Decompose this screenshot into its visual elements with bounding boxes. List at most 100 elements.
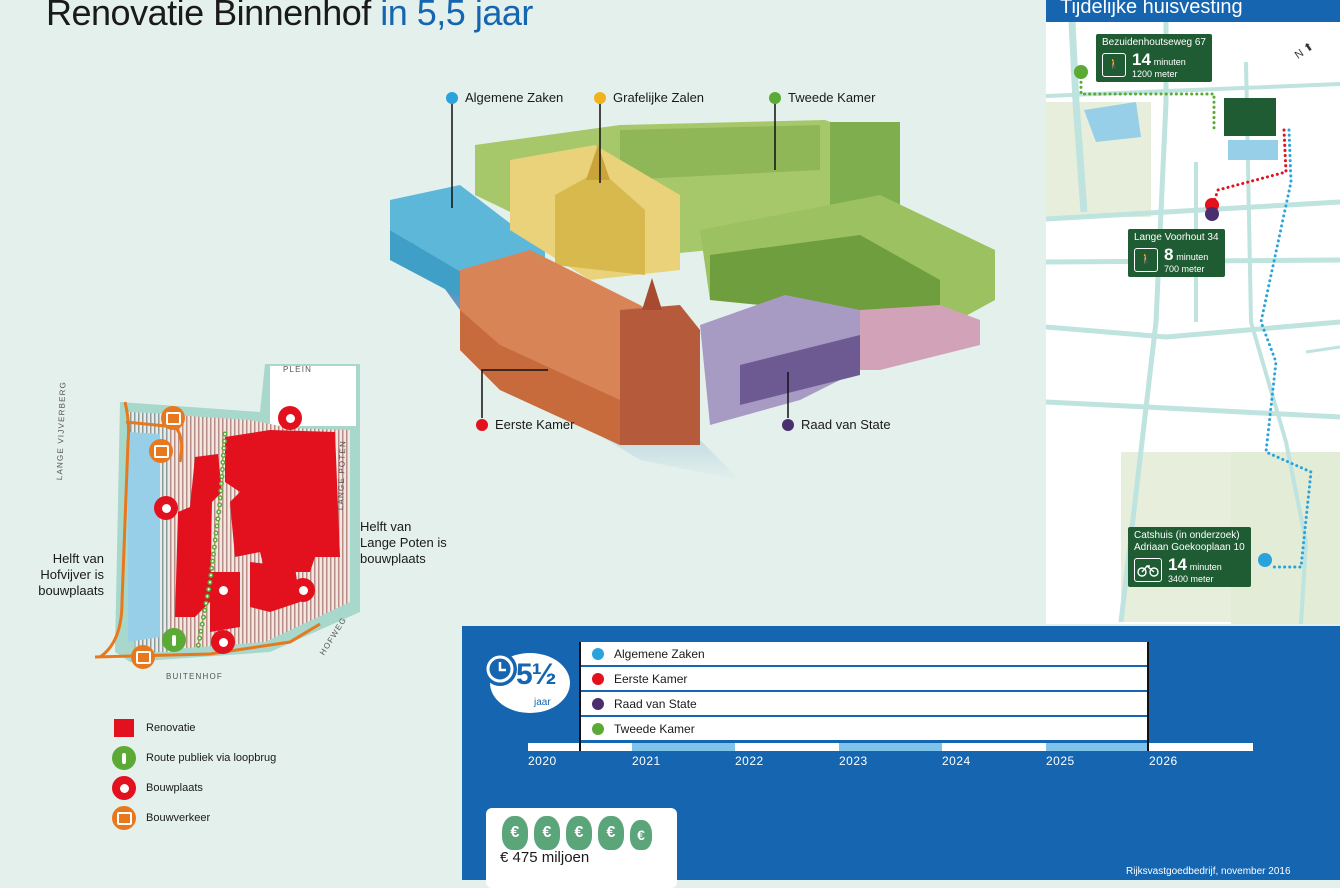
location-minutes-label: minuten xyxy=(1153,57,1186,67)
timeline-row-tweede-kamer: Tweede Kamer xyxy=(580,717,1148,742)
pedestrian-icon xyxy=(162,628,186,652)
year-label: 2024 xyxy=(942,754,971,768)
year-label: 2025 xyxy=(1046,754,1075,768)
worker-icon xyxy=(211,630,235,654)
label-text: Algemene Zaken xyxy=(465,90,564,105)
walk-icon: 🚶 xyxy=(1102,53,1126,77)
budget-amount: € 475 miljoen xyxy=(500,849,590,866)
pedestrian-icon xyxy=(112,746,136,770)
note-line: Hofvijver is xyxy=(40,567,104,582)
worker-icon xyxy=(291,578,315,602)
note-line: Helft van xyxy=(52,551,104,566)
location-time: 14 minuten 1200 meter xyxy=(1132,51,1186,79)
timeline-row-label: Raad van State xyxy=(614,696,697,711)
clock-duration-unit: jaar xyxy=(534,697,551,708)
truck-icon xyxy=(161,406,185,430)
credit: Rijksvastgoedbedrijf, november 2016 xyxy=(1126,866,1291,877)
legend-item-renovatie: Renovatie xyxy=(112,715,276,741)
dot-eerste-kamer xyxy=(476,418,488,431)
dot-raad-van-state xyxy=(592,697,604,710)
location-distance: 1200 meter xyxy=(1132,69,1178,79)
temp-housing-map xyxy=(1046,22,1340,624)
legend-item-route: Route publiek via loopbrug xyxy=(112,745,276,771)
location-time: 8 minuten 700 meter xyxy=(1164,246,1208,274)
worker-icon xyxy=(278,406,302,430)
timeline-end-marker xyxy=(1147,642,1149,751)
dot-grafelijke-zalen xyxy=(594,91,606,104)
legend-item-bouwplaats: Bouwplaats xyxy=(112,775,276,801)
year-band xyxy=(632,743,735,751)
label-raad-van-state: Raad van State xyxy=(782,417,891,432)
money-bag-icon: € xyxy=(598,816,624,850)
legend-label: Bouwverkeer xyxy=(146,812,211,824)
location-details: 14 minuten 3400 meter xyxy=(1134,556,1245,584)
temp-housing-title: Tijdelijke huisvesting xyxy=(1046,0,1340,22)
worker-icon xyxy=(211,578,235,602)
location-details: 🚶 8 minuten 700 meter xyxy=(1134,246,1219,274)
hofvijver-water xyxy=(128,432,160,642)
location-time: 14 minuten 3400 meter xyxy=(1168,556,1222,584)
duration-badge: 5½ jaar xyxy=(482,650,572,716)
legend-label: Route publiek via loopbrug xyxy=(146,752,277,764)
label-text: Grafelijke Zalen xyxy=(613,90,705,105)
year-label: 2023 xyxy=(839,754,868,768)
dot-tweede-kamer xyxy=(592,722,604,735)
year-axis xyxy=(528,743,1253,751)
location-minutes: 8 xyxy=(1164,245,1174,264)
bicycle-glyph xyxy=(1137,565,1159,577)
dot-raad-van-state xyxy=(782,418,794,431)
note-hofvijver: Helft van Hofvijver is bouwplaats xyxy=(26,551,104,599)
timeline-row-label: Tweede Kamer xyxy=(614,721,695,736)
timeline-row-raad-van-state: Raad van State xyxy=(580,692,1148,717)
label-eerste-kamer: Eerste Kamer xyxy=(476,417,574,432)
location-distance: 3400 meter xyxy=(1168,574,1214,584)
worker-icon xyxy=(154,496,178,520)
legend: Renovatie Route publiek via loopbrug Bou… xyxy=(112,715,276,831)
dot-eerste-kamer xyxy=(592,672,604,685)
year-label: 2021 xyxy=(632,754,661,768)
location-minutes: 14 xyxy=(1168,555,1187,574)
money-bag-icon: € xyxy=(502,816,528,850)
timeline-row-algemene-zaken: Algemene Zaken xyxy=(580,642,1148,667)
timeline-row-label: Algemene Zaken xyxy=(614,646,705,661)
building-extension xyxy=(860,305,980,370)
dot-algemene-zaken xyxy=(446,91,458,104)
location-bezuidenhoutseweg: Bezuidenhoutseweg 67 🚶 14 minuten 1200 m… xyxy=(1096,34,1212,82)
building-eerste-kamer xyxy=(460,250,700,445)
location-catshuis: Catshuis (in onderzoek) Adriaan Goekoopl… xyxy=(1128,527,1251,587)
location-minutes-label: minuten xyxy=(1189,562,1222,572)
legend-item-bouwverkeer: Bouwverkeer xyxy=(112,805,276,831)
budget-card: € € € € € € 475 miljoen xyxy=(486,808,677,888)
note-lange-poten: Helft van Lange Poten is bouwplaats xyxy=(360,519,447,567)
location-distance: 700 meter xyxy=(1164,264,1205,274)
page-title: Renovatie Binnenhof in 5,5 jaar xyxy=(46,0,533,34)
money-bags: € € € € € xyxy=(486,808,677,850)
location-name: Bezuidenhoutseweg 67 xyxy=(1102,37,1206,48)
location-lange-voorhout: Lange Voorhout 34 🚶 8 minuten 700 meter xyxy=(1128,229,1225,277)
street-plein: PLEIN xyxy=(283,365,313,374)
building-grafelijke-zalen xyxy=(510,145,680,280)
note-line: Helft van xyxy=(360,519,412,534)
location-name: Catshuis (in onderzoek) xyxy=(1134,530,1240,541)
label-tweede-kamer: Tweede Kamer xyxy=(769,90,875,105)
label-text: Raad van State xyxy=(801,417,891,432)
timeline-row-eerste-kamer: Eerste Kamer xyxy=(580,667,1148,692)
building-raad-van-state xyxy=(700,295,860,425)
year-label: 2026 xyxy=(1149,754,1178,768)
label-text: Tweede Kamer xyxy=(788,90,876,105)
timeline-start-marker xyxy=(579,642,581,751)
dot-tweede-kamer xyxy=(769,91,781,104)
city-map xyxy=(1046,22,1340,624)
note-line: bouwplaats xyxy=(360,551,426,566)
street-buitenhof: BUITENHOF xyxy=(166,672,224,681)
location-name: Lange Voorhout 34 xyxy=(1134,232,1219,243)
legend-label: Bouwplaats xyxy=(146,782,203,794)
duration-badge-shape xyxy=(483,652,570,713)
renovation-square xyxy=(114,719,134,737)
note-line: Lange Poten is xyxy=(360,535,447,550)
truck-icon xyxy=(112,806,136,830)
dot-algemene-zaken xyxy=(592,647,604,660)
binnenhof-illustration xyxy=(390,120,995,480)
title-main: Renovatie Binnenhof xyxy=(46,0,371,33)
clock-duration-value: 5½ xyxy=(516,658,557,691)
